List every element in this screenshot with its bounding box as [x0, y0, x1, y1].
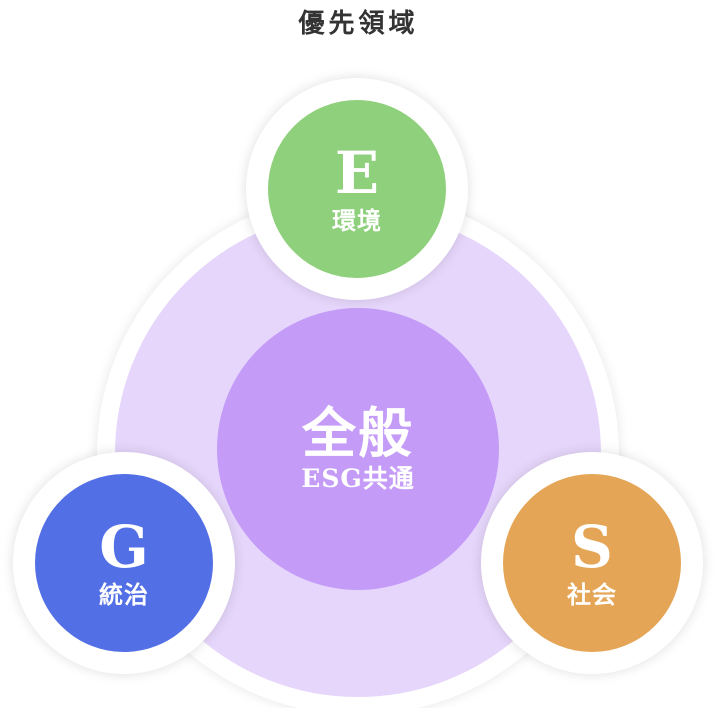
- governance-circle: G 統治: [13, 452, 235, 674]
- environment-letter: E: [334, 139, 380, 207]
- environment-circle: E 環境: [246, 78, 468, 300]
- center-sub-label: ESG共通: [301, 464, 415, 493]
- center-main-label: 全般: [302, 401, 414, 465]
- social-letter: S: [571, 513, 613, 581]
- center-circle: 全般 ESG共通: [217, 308, 499, 590]
- social-label: 社会: [567, 580, 617, 609]
- governance-label: 統治: [99, 580, 149, 609]
- page-title: 優先領域: [298, 9, 419, 39]
- environment-label: 環境: [332, 206, 382, 235]
- social-circle: S 社会: [481, 452, 703, 674]
- governance-letter: G: [99, 513, 149, 581]
